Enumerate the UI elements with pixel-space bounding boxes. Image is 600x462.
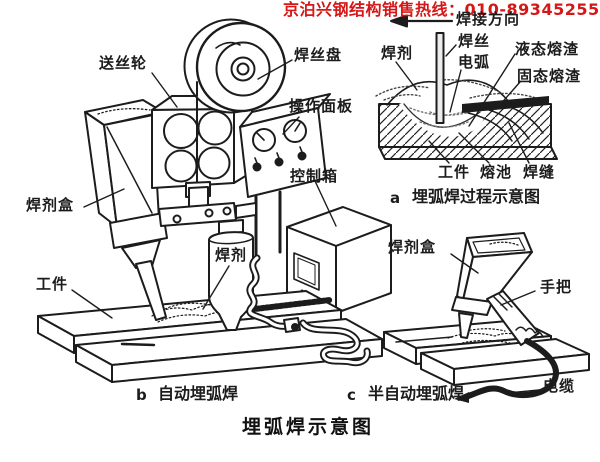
- direction-arrow: [390, 14, 454, 28]
- flux-blanket-drawing: [375, 79, 543, 106]
- label-workpiece-a: 工件: [438, 163, 471, 181]
- label-wire-spool: 焊丝盘: [294, 46, 343, 64]
- solid-slag-drawing: [462, 96, 549, 113]
- label-molten-pool: 熔池: [480, 163, 513, 181]
- leader-lines-b: [71, 59, 337, 319]
- label-control-box: 控制箱: [290, 167, 339, 185]
- label-weld-seam: 焊缝: [523, 163, 556, 181]
- weld-seam-drawing: [467, 104, 544, 142]
- caption-c: 半自动埋弧焊: [368, 384, 465, 403]
- leader-lines-a: [395, 44, 530, 164]
- label-wire-feed-wheel: 送丝轮: [99, 54, 148, 72]
- operation-panel-drawing: [239, 93, 331, 260]
- electrode-wire-drawing: [435, 32, 445, 124]
- carriage-clamp-drawing: [158, 186, 257, 227]
- cable-c-drawing: [454, 338, 559, 403]
- gun-handle-drawing: [486, 290, 544, 346]
- caption-letter-a: a: [390, 189, 401, 207]
- cables-b-drawing: [246, 254, 371, 367]
- label-cable: 电缆: [543, 377, 576, 395]
- caption-letter-c: c: [347, 386, 356, 404]
- label-wire-a: 焊丝: [458, 32, 491, 50]
- caption-b: 自动埋弧焊: [158, 384, 239, 403]
- flux-hopper-drawing: [84, 99, 168, 321]
- label-workpiece-b: 工件: [36, 275, 69, 293]
- label-flux-b: 焊剂: [215, 246, 248, 264]
- leader-lines-c: [450, 253, 540, 394]
- label-weld-direction: 焊接方向: [456, 10, 521, 28]
- hotline-banner: 京泊兴钢结构销售热线：010-89345255: [283, 0, 600, 19]
- wire-spool-drawing: [183, 18, 287, 114]
- label-flux-box-c: 焊剂盒: [388, 238, 437, 256]
- label-arc-a: 电弧: [458, 53, 491, 71]
- label-liquid-slag: 液态熔渣: [515, 40, 580, 58]
- label-handle: 手把: [540, 278, 573, 296]
- label-flux-box-b: 焊剂盒: [26, 196, 75, 214]
- caption-a: 埋弧焊过程示意图: [412, 187, 541, 206]
- label-operation-panel: 操作面板: [289, 97, 354, 115]
- label-solid-slag: 固态熔渣: [517, 67, 582, 85]
- caption-letter-b: b: [136, 386, 147, 404]
- main-title: 埋弧焊示意图: [242, 416, 375, 438]
- label-flux-a: 焊剂: [381, 44, 414, 62]
